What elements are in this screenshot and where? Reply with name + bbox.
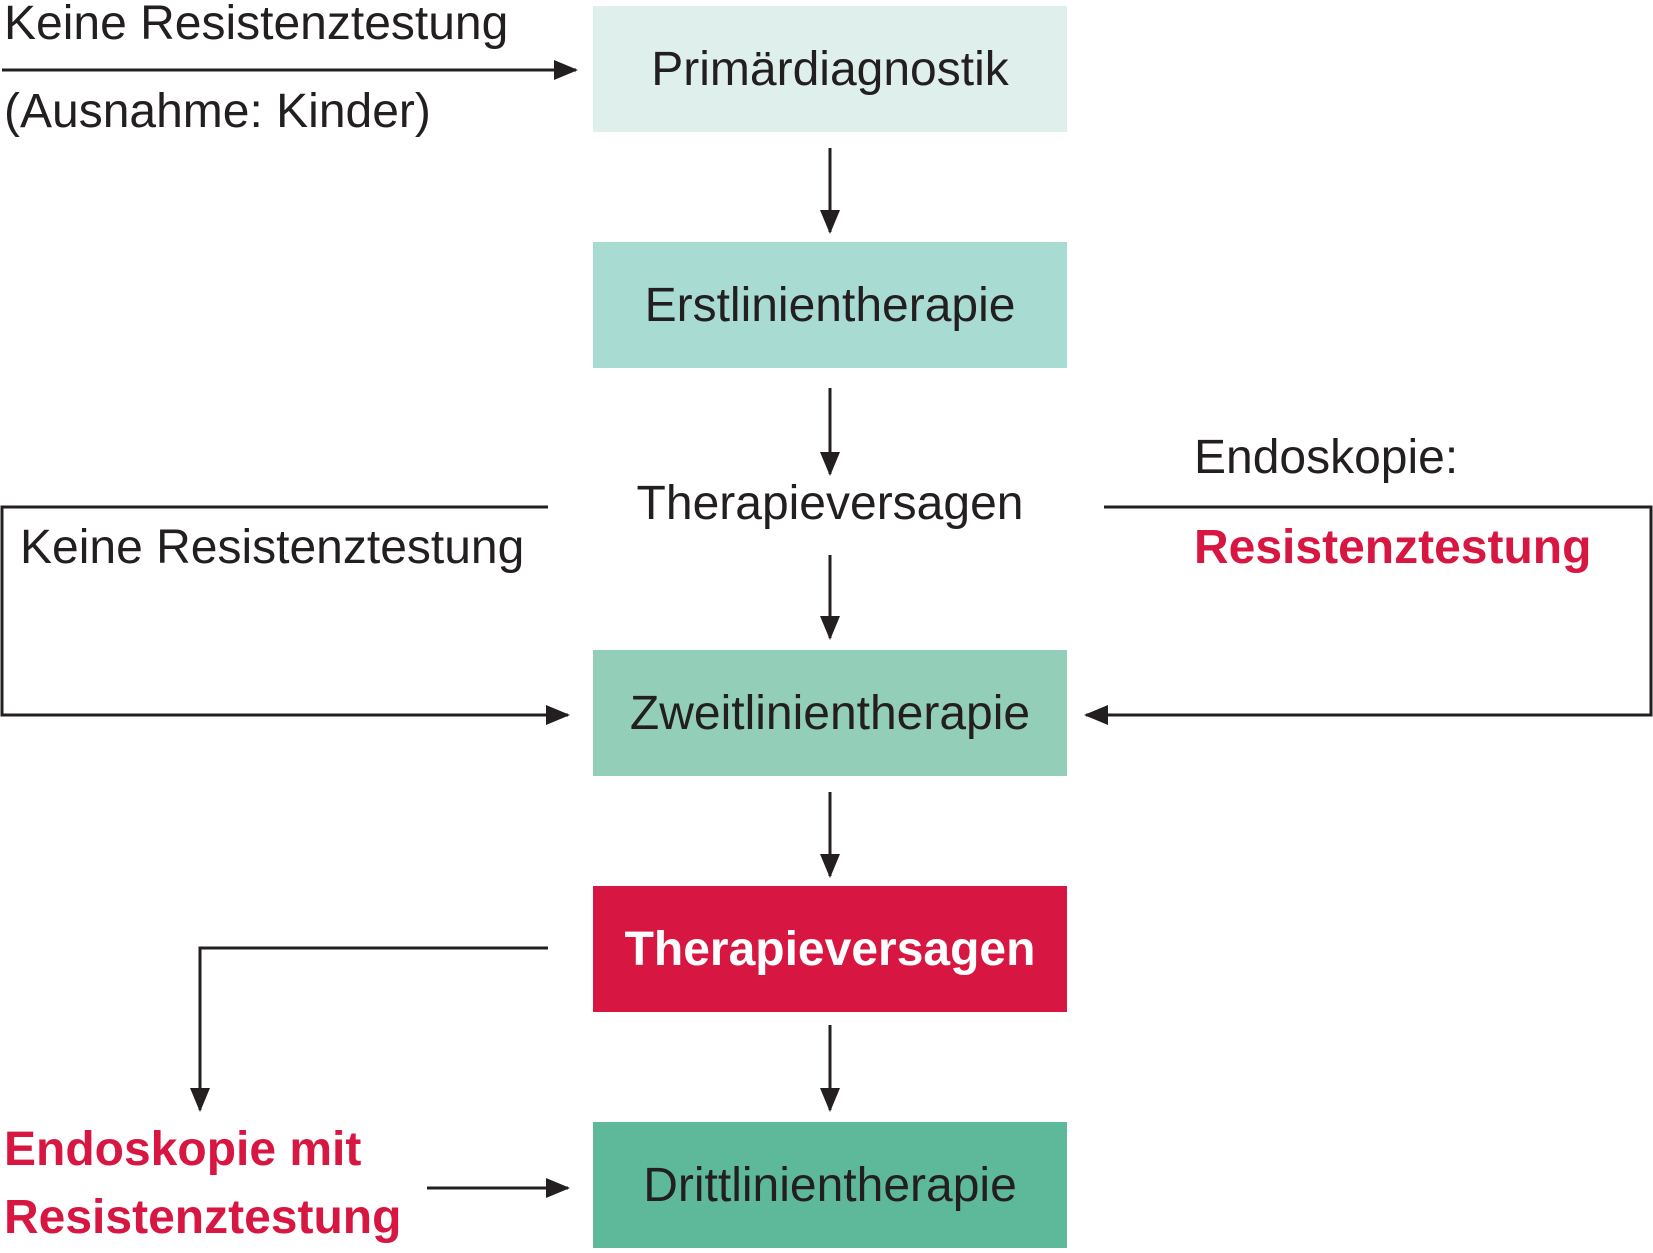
box-therapieversagen-2: Therapieversagen bbox=[593, 886, 1067, 1012]
box-zweitlinientherapie: Zweitlinientherapie bbox=[593, 650, 1067, 776]
bottom-left-connector bbox=[190, 946, 548, 1112]
box-primaerdiagnostik: Primärdiagnostik bbox=[593, 6, 1067, 132]
right-branch-connector bbox=[1084, 505, 1653, 725]
box-therapieversagen-2-label: Therapieversagen bbox=[624, 922, 1036, 976]
box-erstlinientherapie: Erstlinientherapie bbox=[593, 242, 1067, 368]
left-branch-connector bbox=[0, 505, 570, 725]
box-primaerdiagnostik-label: Primärdiagnostik bbox=[651, 42, 1009, 96]
label-top-left-line1: Keine Resistenztestung bbox=[4, 0, 509, 50]
label-bottom-left-line1: Endoskopie mit bbox=[4, 1123, 362, 1176]
label-top-left-line2: (Ausnahme: Kinder) bbox=[4, 85, 431, 138]
label-right-branch-line2: Resistenztestung bbox=[1194, 521, 1592, 574]
label-bottom-left-line2: Resistenztestung bbox=[4, 1191, 402, 1244]
label-right-branch-line1: Endoskopie: bbox=[1194, 431, 1459, 484]
box-erstlinientherapie-label: Erstlinientherapie bbox=[644, 278, 1016, 332]
box-drittlinientherapie: Drittlinientherapie bbox=[593, 1122, 1067, 1248]
label-therapieversagen-1: Therapieversagen bbox=[636, 477, 1024, 530]
box-drittlinientherapie-label: Drittlinientherapie bbox=[643, 1158, 1017, 1212]
box-zweitlinientherapie-label: Zweitlinientherapie bbox=[629, 686, 1031, 740]
label-left-branch: Keine Resistenztestung bbox=[20, 521, 525, 574]
